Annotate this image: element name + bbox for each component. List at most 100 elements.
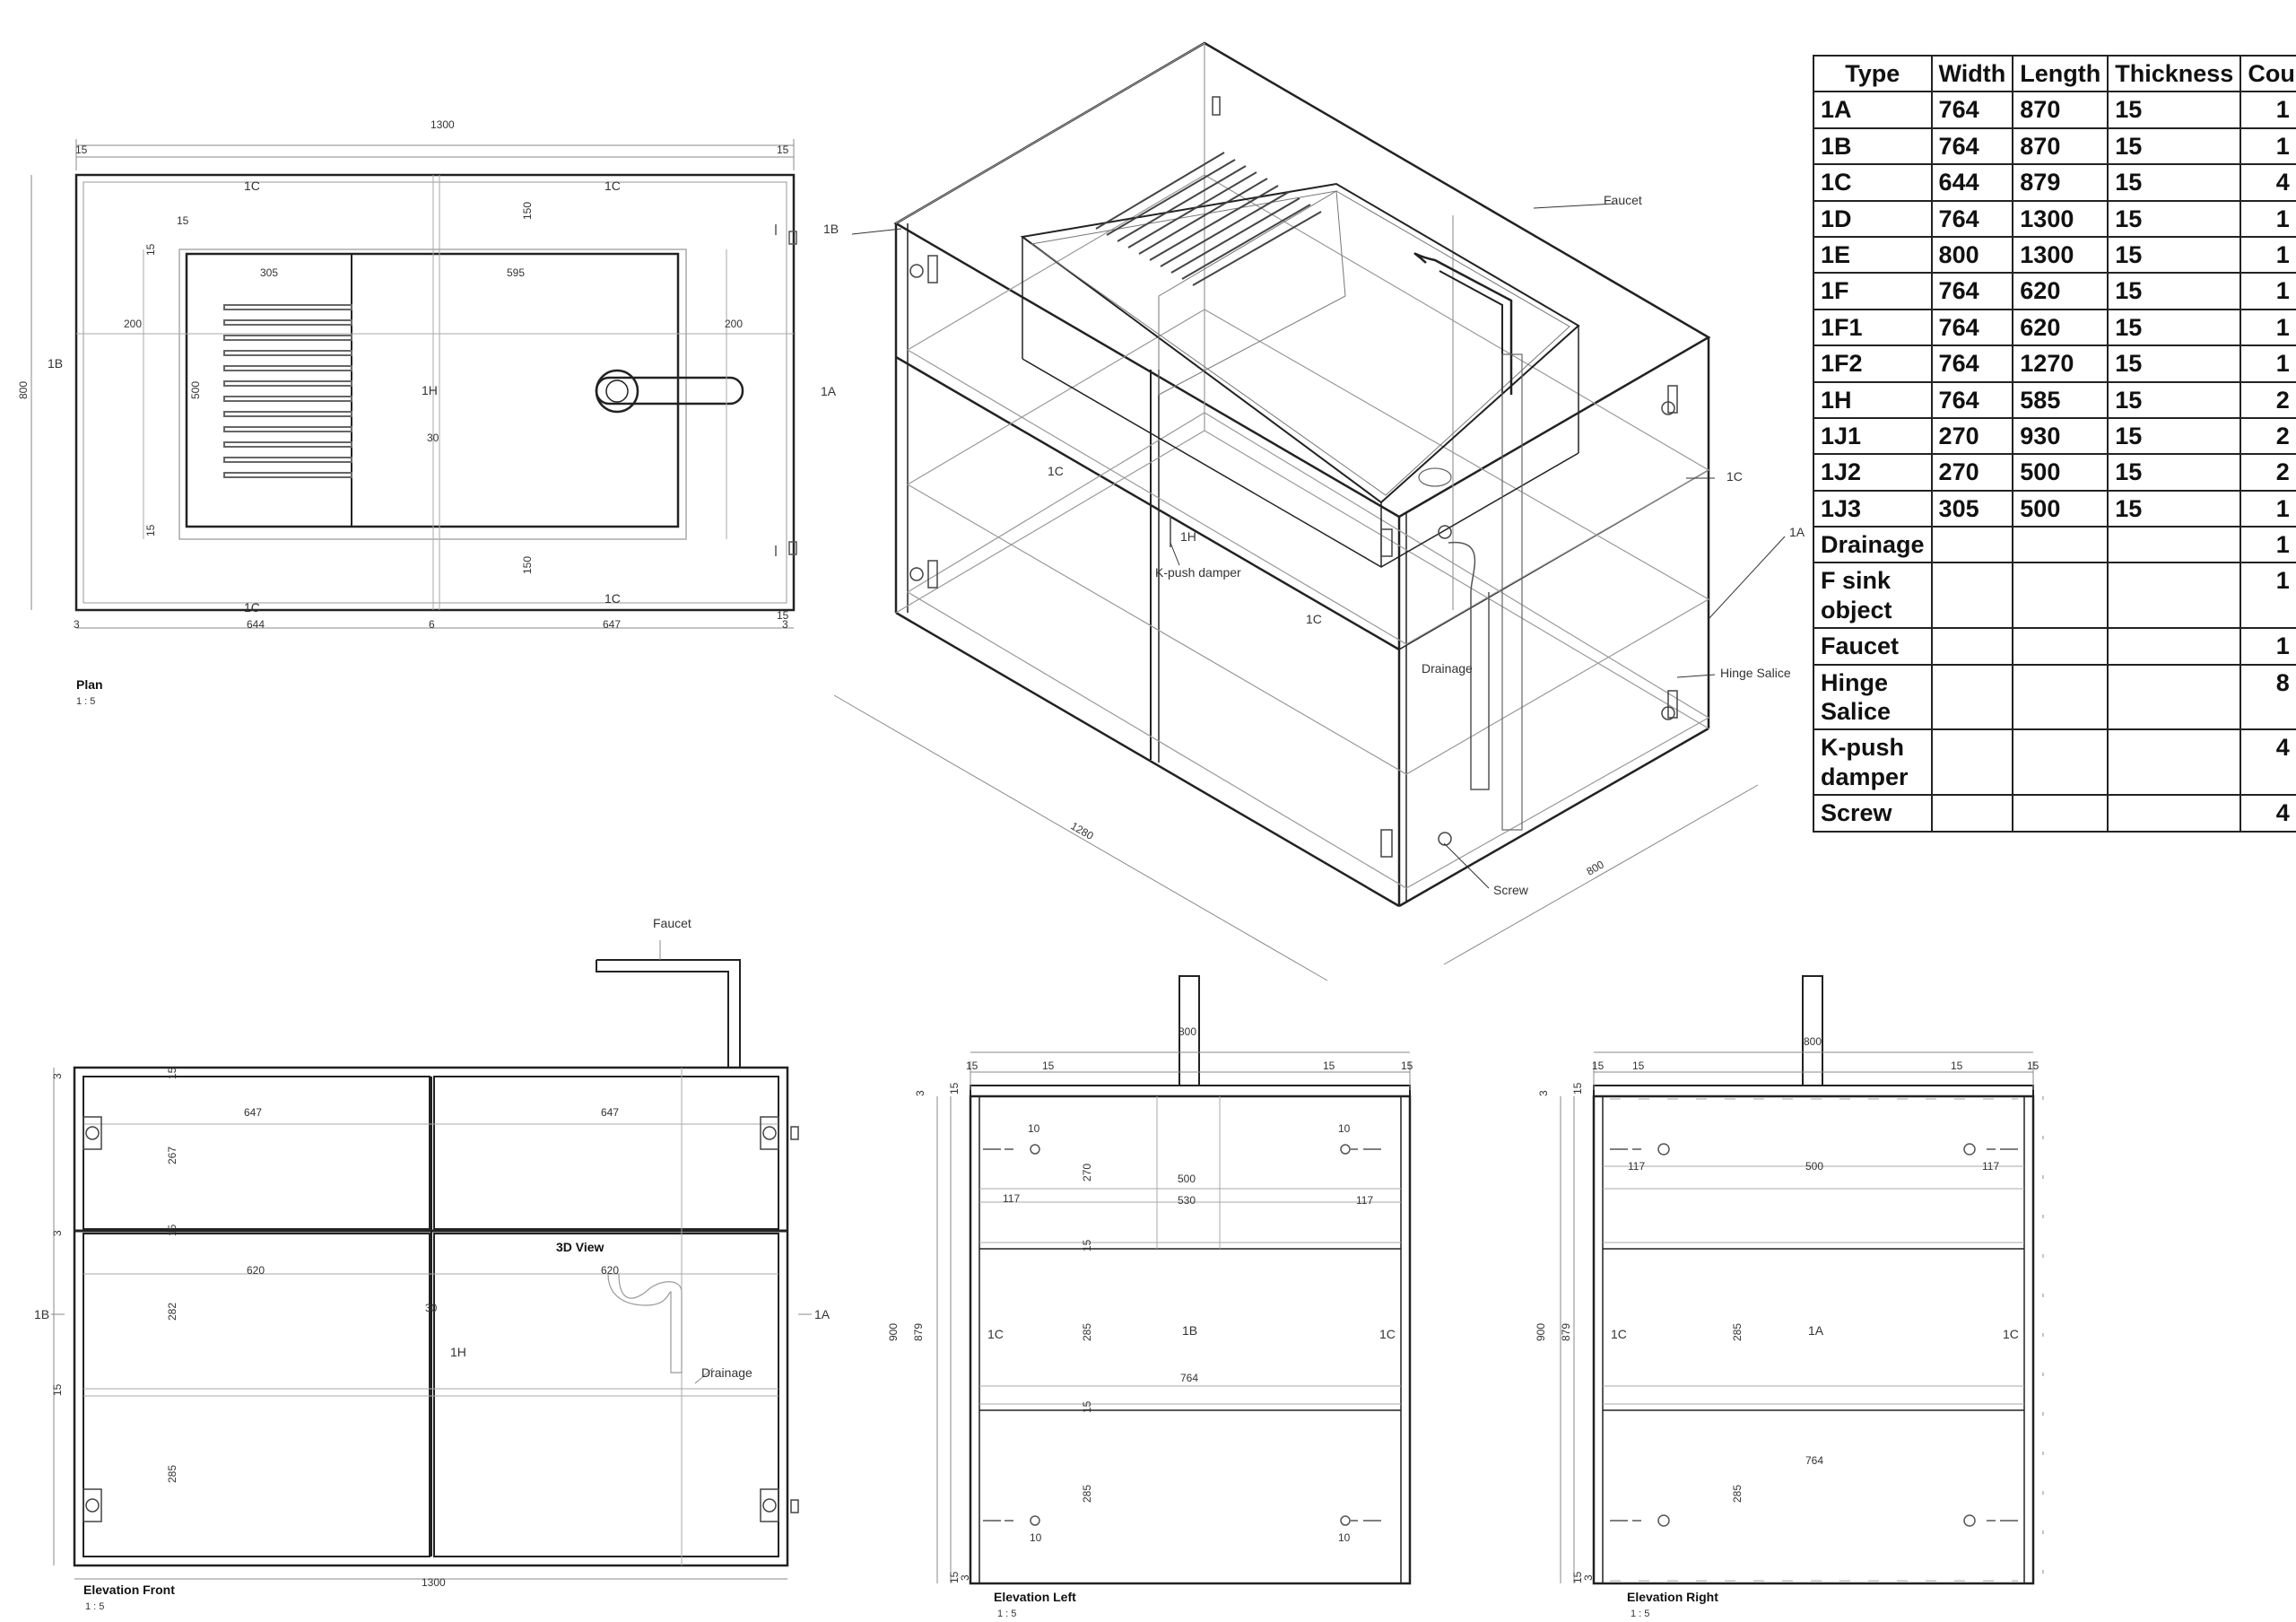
table-cell: 15 [2107, 235, 2242, 275]
left-dim-w1: 500 [1178, 1173, 1196, 1185]
isometric-view [833, 41, 1786, 981]
table-cell [2012, 526, 2109, 564]
left-dim-b1: 3 [959, 1574, 971, 1581]
plan-dim-depth: 800 [17, 381, 30, 399]
table-cell: 4 [2239, 163, 2296, 202]
left-dim-g2: 117 [1356, 1194, 1373, 1207]
plan-dim-b3: 6 [429, 618, 435, 631]
right-dim-s1: 3 [1537, 1090, 1550, 1096]
table-cell: 1300 [2012, 199, 2109, 238]
table-cell [2012, 562, 2109, 630]
table-cell: 764 [1930, 308, 2014, 347]
plan-dim-sink-right: 595 [507, 266, 525, 279]
table-cell: 1 [2239, 344, 2296, 383]
table-cell: 1J1 [1813, 416, 1933, 456]
table-cell: 15 [2107, 163, 2242, 202]
right-label-1a: 1A [1808, 1323, 1824, 1338]
iso-label-1a: 1A [1789, 525, 1805, 539]
plan-dim-edge-right: 15 [777, 144, 789, 156]
col-header-width: Width [1930, 54, 2014, 93]
front-title: Elevation Front [83, 1583, 175, 1597]
table-cell [2107, 526, 2242, 564]
plan-dim-edge-left: 15 [75, 144, 88, 156]
table-header-row: Type Width Length Thickness Count [1813, 54, 2296, 93]
front-dim-h1: 267 [166, 1147, 178, 1164]
table-cell: 870 [2012, 91, 2109, 129]
table-cell: 2 [2239, 416, 2296, 456]
table-cell: 1 [2239, 272, 2296, 310]
table-cell: 1 [2239, 308, 2296, 347]
table-cell: 4 [2239, 728, 2296, 797]
table-cell: 500 [2012, 453, 2109, 492]
plan-dim-sink-left: 305 [260, 266, 278, 279]
table-cell: 4 [2239, 794, 2296, 833]
table-cell [2107, 562, 2242, 630]
table-cell: 1F1 [1813, 308, 1933, 347]
left-dim-total-879: 879 [912, 1323, 925, 1341]
table-cell: 1 [2239, 627, 2296, 666]
right-dim-e4: 15 [2027, 1060, 2039, 1072]
left-scale: 1 : 5 [997, 1609, 1016, 1619]
right-dim-h2: 285 [1731, 1323, 1744, 1341]
left-dim-g1: 117 [1003, 1192, 1020, 1205]
table-cell: 270 [1930, 416, 2014, 456]
iso-label-1h: 1H [1180, 529, 1196, 544]
front-label-faucet: Faucet [653, 916, 691, 930]
table-cell: 764 [1930, 272, 2014, 310]
front-dim-t5: 15 [51, 1383, 64, 1396]
table-cell: 2 [2239, 380, 2296, 419]
plan-dim-top-gap: 150 [521, 202, 534, 220]
left-dim-e2: 15 [1042, 1060, 1055, 1072]
front-dim-mid-left: 620 [247, 1264, 265, 1277]
left-dim-e1: 15 [966, 1060, 978, 1072]
table-cell: 15 [2107, 380, 2242, 419]
table-cell: 1 [2239, 489, 2296, 528]
front-dim-mid-right: 620 [601, 1264, 619, 1277]
left-label-1b: 1B [1182, 1323, 1197, 1338]
front-dim-gap: 30 [425, 1302, 438, 1314]
table-cell: 800 [1930, 235, 2014, 275]
bill-of-materials-table: Type Width Length Thickness Count 1A7648… [1813, 54, 2296, 833]
plan-dim-15d: 15 [777, 609, 789, 622]
table-cell: 15 [2107, 344, 2242, 383]
front-label-1b: 1B [34, 1307, 49, 1321]
table-cell: 764 [1930, 199, 2014, 238]
plan-label-1c-br: 1C [604, 591, 621, 606]
right-title: Elevation Right [1627, 1590, 1718, 1604]
elevation-left-view [936, 975, 1412, 1585]
table-cell [2107, 728, 2242, 797]
left-dim-h1: 270 [1081, 1164, 1093, 1182]
table-cell [2107, 794, 2242, 833]
right-scale: 1 : 5 [1631, 1609, 1649, 1619]
left-dim-f1: 10 [1030, 1531, 1042, 1544]
elevation-right-view [1560, 975, 2044, 1585]
table-cell: 620 [2012, 272, 2109, 310]
table-cell: 15 [2107, 272, 2242, 310]
table-cell: 930 [2012, 416, 2109, 456]
table-cell: 8 [2239, 663, 2296, 731]
table-cell [2107, 663, 2242, 731]
right-dim-e2: 15 [1632, 1060, 1645, 1072]
table-cell: 2 [2239, 453, 2296, 492]
left-dim-top: 800 [1178, 1025, 1196, 1038]
front-dim-t1: 3 [51, 1073, 64, 1079]
plan-dim-15c: 15 [144, 524, 157, 536]
table-cell: 1B [1813, 126, 1933, 166]
table-cell: 15 [2107, 126, 2242, 166]
table-cell: Faucet [1813, 627, 1933, 666]
plan-dim-b4: 647 [603, 618, 621, 631]
table-cell: 1 [2239, 562, 2296, 630]
table-cell: 1270 [2012, 344, 2109, 383]
iso-label-screw: Screw [1493, 883, 1529, 897]
left-dim-w2: 530 [1178, 1194, 1196, 1207]
left-dim-b2: 15 [948, 1571, 961, 1583]
table-cell: 644 [1930, 163, 2014, 202]
front-scale: 1 : 5 [85, 1601, 104, 1612]
plan-dim-15a: 15 [177, 214, 189, 227]
